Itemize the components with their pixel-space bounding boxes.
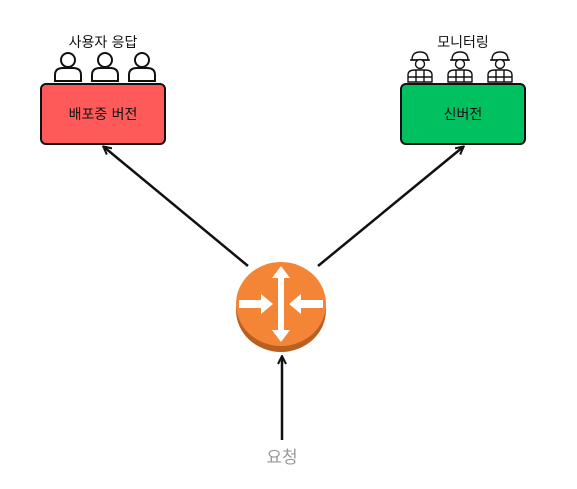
hard-hat-worker-icon xyxy=(487,51,513,83)
user-outline-icon xyxy=(91,52,119,82)
new-version-box: 신버전 xyxy=(400,83,526,145)
old-version-label: 배포중 버전 xyxy=(68,107,138,123)
arrow-router-to-new xyxy=(317,147,463,267)
hard-hat-worker-icon xyxy=(447,51,473,83)
hard-hat-worker-icon xyxy=(407,51,433,83)
arrow-router-to-old xyxy=(104,147,249,267)
worker-icons xyxy=(407,51,513,83)
user-icons xyxy=(54,52,156,82)
user-outline-icon xyxy=(128,52,156,82)
old-version-group-label: 사용자 응답 xyxy=(68,35,138,51)
new-version-group-label: 모니터링 xyxy=(437,35,489,51)
user-outline-icon xyxy=(54,52,82,82)
old-version-box: 배포중 버전 xyxy=(40,83,166,145)
router-arrows-icon xyxy=(239,266,323,342)
new-version-label: 신버전 xyxy=(443,107,483,123)
request-label: 요청 xyxy=(266,448,298,468)
router-icon xyxy=(236,262,326,352)
